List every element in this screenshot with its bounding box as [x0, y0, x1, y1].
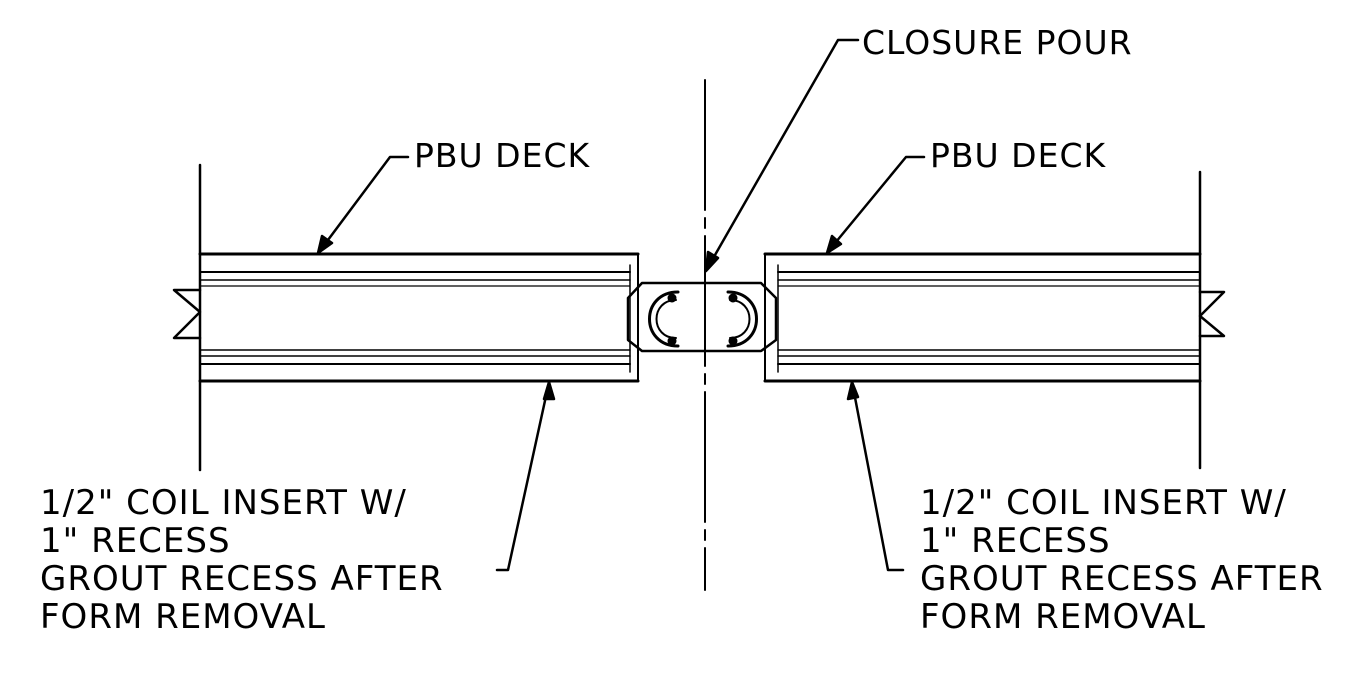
note-line: GROUT RECESS AFTER	[40, 559, 444, 599]
closure-pour-label: CLOSURE POUR	[862, 23, 1133, 62]
break-symbol-left	[172, 288, 202, 340]
pbu-deck-label-left: PBU DECK	[414, 136, 591, 175]
leader-coil-insert-right	[846, 380, 905, 572]
leader-closure-pour	[704, 38, 860, 273]
leader-coil-insert-left	[495, 380, 556, 572]
leader-pbu-deck-left	[316, 155, 410, 255]
note-line: FORM REMOVAL	[40, 597, 326, 637]
coil-insert-note-left: 1/2" COIL INSERT W/ 1" RECESS GROUT RECE…	[40, 484, 444, 636]
note-line: GROUT RECESS AFTER	[920, 559, 1324, 599]
note-line: 1" RECESS	[40, 521, 231, 561]
pbu-deck-label-right: PBU DECK	[930, 136, 1107, 175]
break-symbol-right	[1198, 290, 1226, 338]
left-pbu-deck-panel	[198, 252, 640, 383]
note-line: 1/2" COIL INSERT W/	[40, 483, 407, 523]
note-line: 1/2" COIL INSERT W/	[920, 483, 1287, 523]
right-pbu-deck-panel	[763, 252, 1202, 383]
reinforcing-loops	[648, 290, 758, 348]
coil-insert-note-right: 1/2" COIL INSERT W/ 1" RECESS GROUT RECE…	[920, 484, 1324, 636]
note-line: FORM REMOVAL	[920, 597, 1206, 637]
deck-outer-edges	[198, 163, 1202, 472]
leader-pbu-deck-right	[825, 155, 926, 255]
note-line: 1" RECESS	[920, 521, 1111, 561]
closure-pour-joint	[626, 253, 779, 382]
